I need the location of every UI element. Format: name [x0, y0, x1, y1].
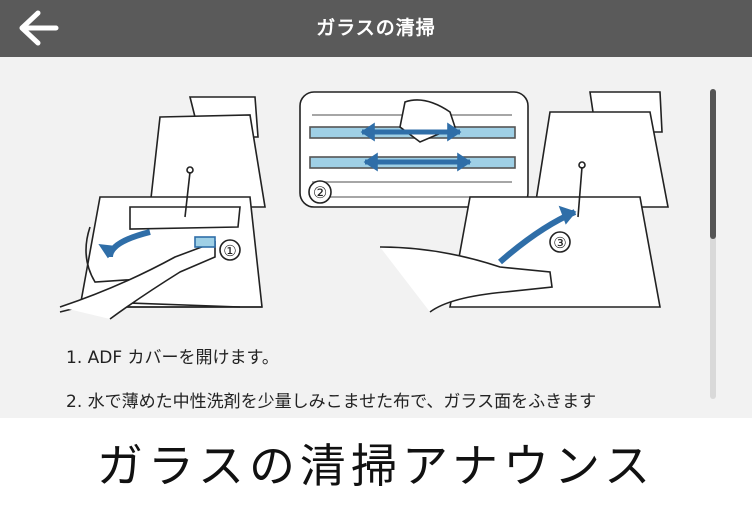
scrollbar-thumb[interactable]: [710, 89, 716, 239]
scanner-right-illustration: [379, 91, 669, 313]
marker-1: ①: [223, 242, 236, 260]
step-2-text: 2. 水で薄めた中性洗剤を少量しみこませた布で、ガラス面をふきます: [66, 392, 597, 412]
top-bar: ガラスの清掃: [0, 0, 752, 57]
glass-detail-inset: [299, 91, 529, 208]
back-button[interactable]: [18, 10, 62, 46]
arrow-left-icon: [19, 10, 59, 46]
scanner-cleaning-illustration: ① ②: [59, 91, 669, 320]
page-title: ガラスの清掃: [316, 17, 436, 39]
announcement-caption: ガラスの清掃アナウンス: [0, 418, 752, 509]
step-1-text: 1. ADF カバーを開けます。: [66, 348, 279, 368]
scrollbar-track[interactable]: [710, 89, 716, 399]
scanner-left-illustration: [59, 96, 266, 320]
instruction-panel[interactable]: ① ②: [0, 57, 752, 418]
marker-2: ②: [313, 183, 327, 202]
marker-3: ③: [553, 234, 566, 252]
